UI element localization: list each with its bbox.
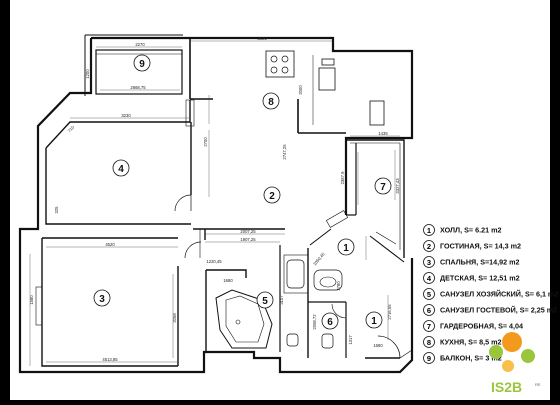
dim-2058: 2058 [172, 313, 177, 323]
legend-number-circle [423, 320, 435, 332]
legend-item: 9 БАЛКОН, S= 3 m2 [423, 352, 502, 364]
legend-number: 5 [427, 290, 431, 299]
legend-number-circle [423, 352, 435, 364]
balcony-room [95, 49, 183, 95]
is2b-logo: IS2B RE [489, 332, 541, 395]
legend-number-circle [423, 336, 435, 348]
legend-item: 3 СПАЛЬНЯ, S=14,92 m2 [423, 256, 520, 268]
logo-green-dot-right [521, 349, 535, 363]
plan-number-8: 8 [268, 97, 274, 108]
plan-number-5: 5 [262, 296, 268, 307]
dim-1317: 1317 [348, 335, 353, 345]
hall-doors [309, 210, 405, 263]
legend-number: 2 [427, 242, 431, 251]
dim-2000: 2000 [298, 85, 303, 95]
legend-label: ГОСТИНАЯ, S= 14,3 m2 [440, 242, 521, 251]
dim-3230: 3230 [121, 113, 131, 118]
dim-2387: 2387,9 [340, 171, 345, 184]
dim-1200: 1200 [85, 69, 90, 79]
legend-number-circle [423, 256, 435, 268]
dim-2058b: 2058,72 [312, 314, 317, 330]
legend-item: 5 САНУЗЕЛ ХОЗЯЙСКИЙ, S= 6,1 m2 [423, 288, 558, 300]
legend-number: 6 [427, 306, 431, 315]
legend-number-circle [423, 272, 435, 284]
legend-item: 6 САНУЗЕЛ ГОСТЕВОЙ, S= 2,25 m2 [423, 304, 557, 316]
dim-1580: 1580 [29, 295, 34, 305]
dim-1680b: 1680 [223, 278, 233, 283]
dim-1220: 1220,45 [206, 259, 222, 264]
dim-4520: 4520 [105, 242, 115, 247]
legend-item: 4 ДЕТСКАЯ, S= 12,51 m2 [423, 272, 520, 284]
legend-label: БАЛКОН, S= 3 m2 [440, 354, 502, 363]
legend-number: 8 [427, 338, 431, 347]
dim-2007: 2007,25 [240, 229, 256, 234]
plan-number-6: 6 [327, 317, 333, 328]
plan-number-1a: 1 [343, 243, 349, 254]
bedroom-room [35, 237, 179, 367]
legend-item: 8 КУХНЯ, S= 8,5 m2 [423, 336, 502, 348]
logo-orange-dot [502, 332, 522, 352]
outer-walls [18, 34, 414, 374]
legend-number-circle [423, 288, 435, 300]
legend-label: СПАЛЬНЯ, S=14,92 m2 [440, 258, 520, 267]
legend-label: САНУЗЕЛ ГОСТЕВОЙ, S= 2,25 m2 [440, 306, 557, 315]
plan-number-7: 7 [380, 182, 386, 193]
legend-number-circle [423, 304, 435, 316]
legend-label: ХОЛЛ, S= 6.21 m2 [440, 226, 501, 235]
dim-1435: 1435 [378, 131, 388, 136]
dim-3327: 3327,43 [395, 178, 400, 194]
dim-3107: 3107 [279, 295, 284, 305]
guest-bathroom [307, 248, 347, 358]
dim-2668: 2668,75 [130, 85, 146, 90]
dim-2270: 2270 [135, 42, 145, 47]
dim-325: 325 [54, 206, 59, 214]
room-number-markers: 9 8 4 7 2 1 3 5 1 6 [93, 54, 392, 330]
wardrobe-room [346, 139, 405, 258]
living-room-walls [184, 228, 285, 259]
dim-2716: 2716,55 [387, 304, 392, 320]
legend-item: 2 ГОСТИНАЯ, S= 14,3 m2 [423, 240, 521, 252]
dim-2700: 2700 [203, 137, 208, 147]
dim-4513: 4513,85 [102, 357, 118, 362]
dim-1907: 1907,25 [240, 237, 256, 242]
legend-item: 7 ГАРДЕРОБНАЯ, S= 4,04 [423, 320, 523, 332]
entry-hall-lower [365, 335, 413, 359]
dim-3695: 3695 [257, 36, 267, 41]
legend-label: КУХНЯ, S= 8,5 m2 [440, 338, 502, 347]
legend-label: ДЕТСКАЯ, S= 12,51 m2 [440, 274, 520, 283]
legend-number: 7 [427, 322, 431, 331]
legend-number: 3 [427, 258, 431, 267]
dim-2747: 2747,25 [282, 144, 287, 160]
legend-number-circle [423, 224, 435, 236]
dim-3780: 3780 [336, 281, 341, 291]
dimension-lines [29, 40, 400, 366]
dim-710: 710 [67, 124, 76, 133]
plan-number-4: 4 [118, 164, 124, 175]
legend-number: 1 [427, 226, 431, 235]
logo-yellow-dot [502, 360, 514, 372]
plan-number-9: 9 [139, 59, 145, 70]
master-bathroom [205, 245, 309, 352]
logo-text: IS2B [491, 379, 522, 395]
legend-label: ГАРДЕРОБНАЯ, S= 4,04 [440, 322, 523, 331]
childrens-room [45, 99, 195, 225]
plan-number-2: 2 [269, 191, 275, 202]
plan-number-3: 3 [99, 294, 105, 305]
legend-number: 9 [427, 354, 431, 363]
legend-label: САНУЗЕЛ ХОЗЯЙСКИЙ, S= 6,1 m2 [440, 290, 558, 299]
logo-suffix: RE [535, 382, 541, 387]
plan-number-1b: 1 [371, 316, 377, 327]
dim-1680: 1680 [373, 343, 383, 348]
legend-item: 1 ХОЛЛ, S= 6.21 m2 [423, 224, 501, 236]
legend-number-circle [423, 240, 435, 252]
logo-green-dot-left [489, 345, 503, 359]
legend-number: 4 [427, 274, 432, 283]
